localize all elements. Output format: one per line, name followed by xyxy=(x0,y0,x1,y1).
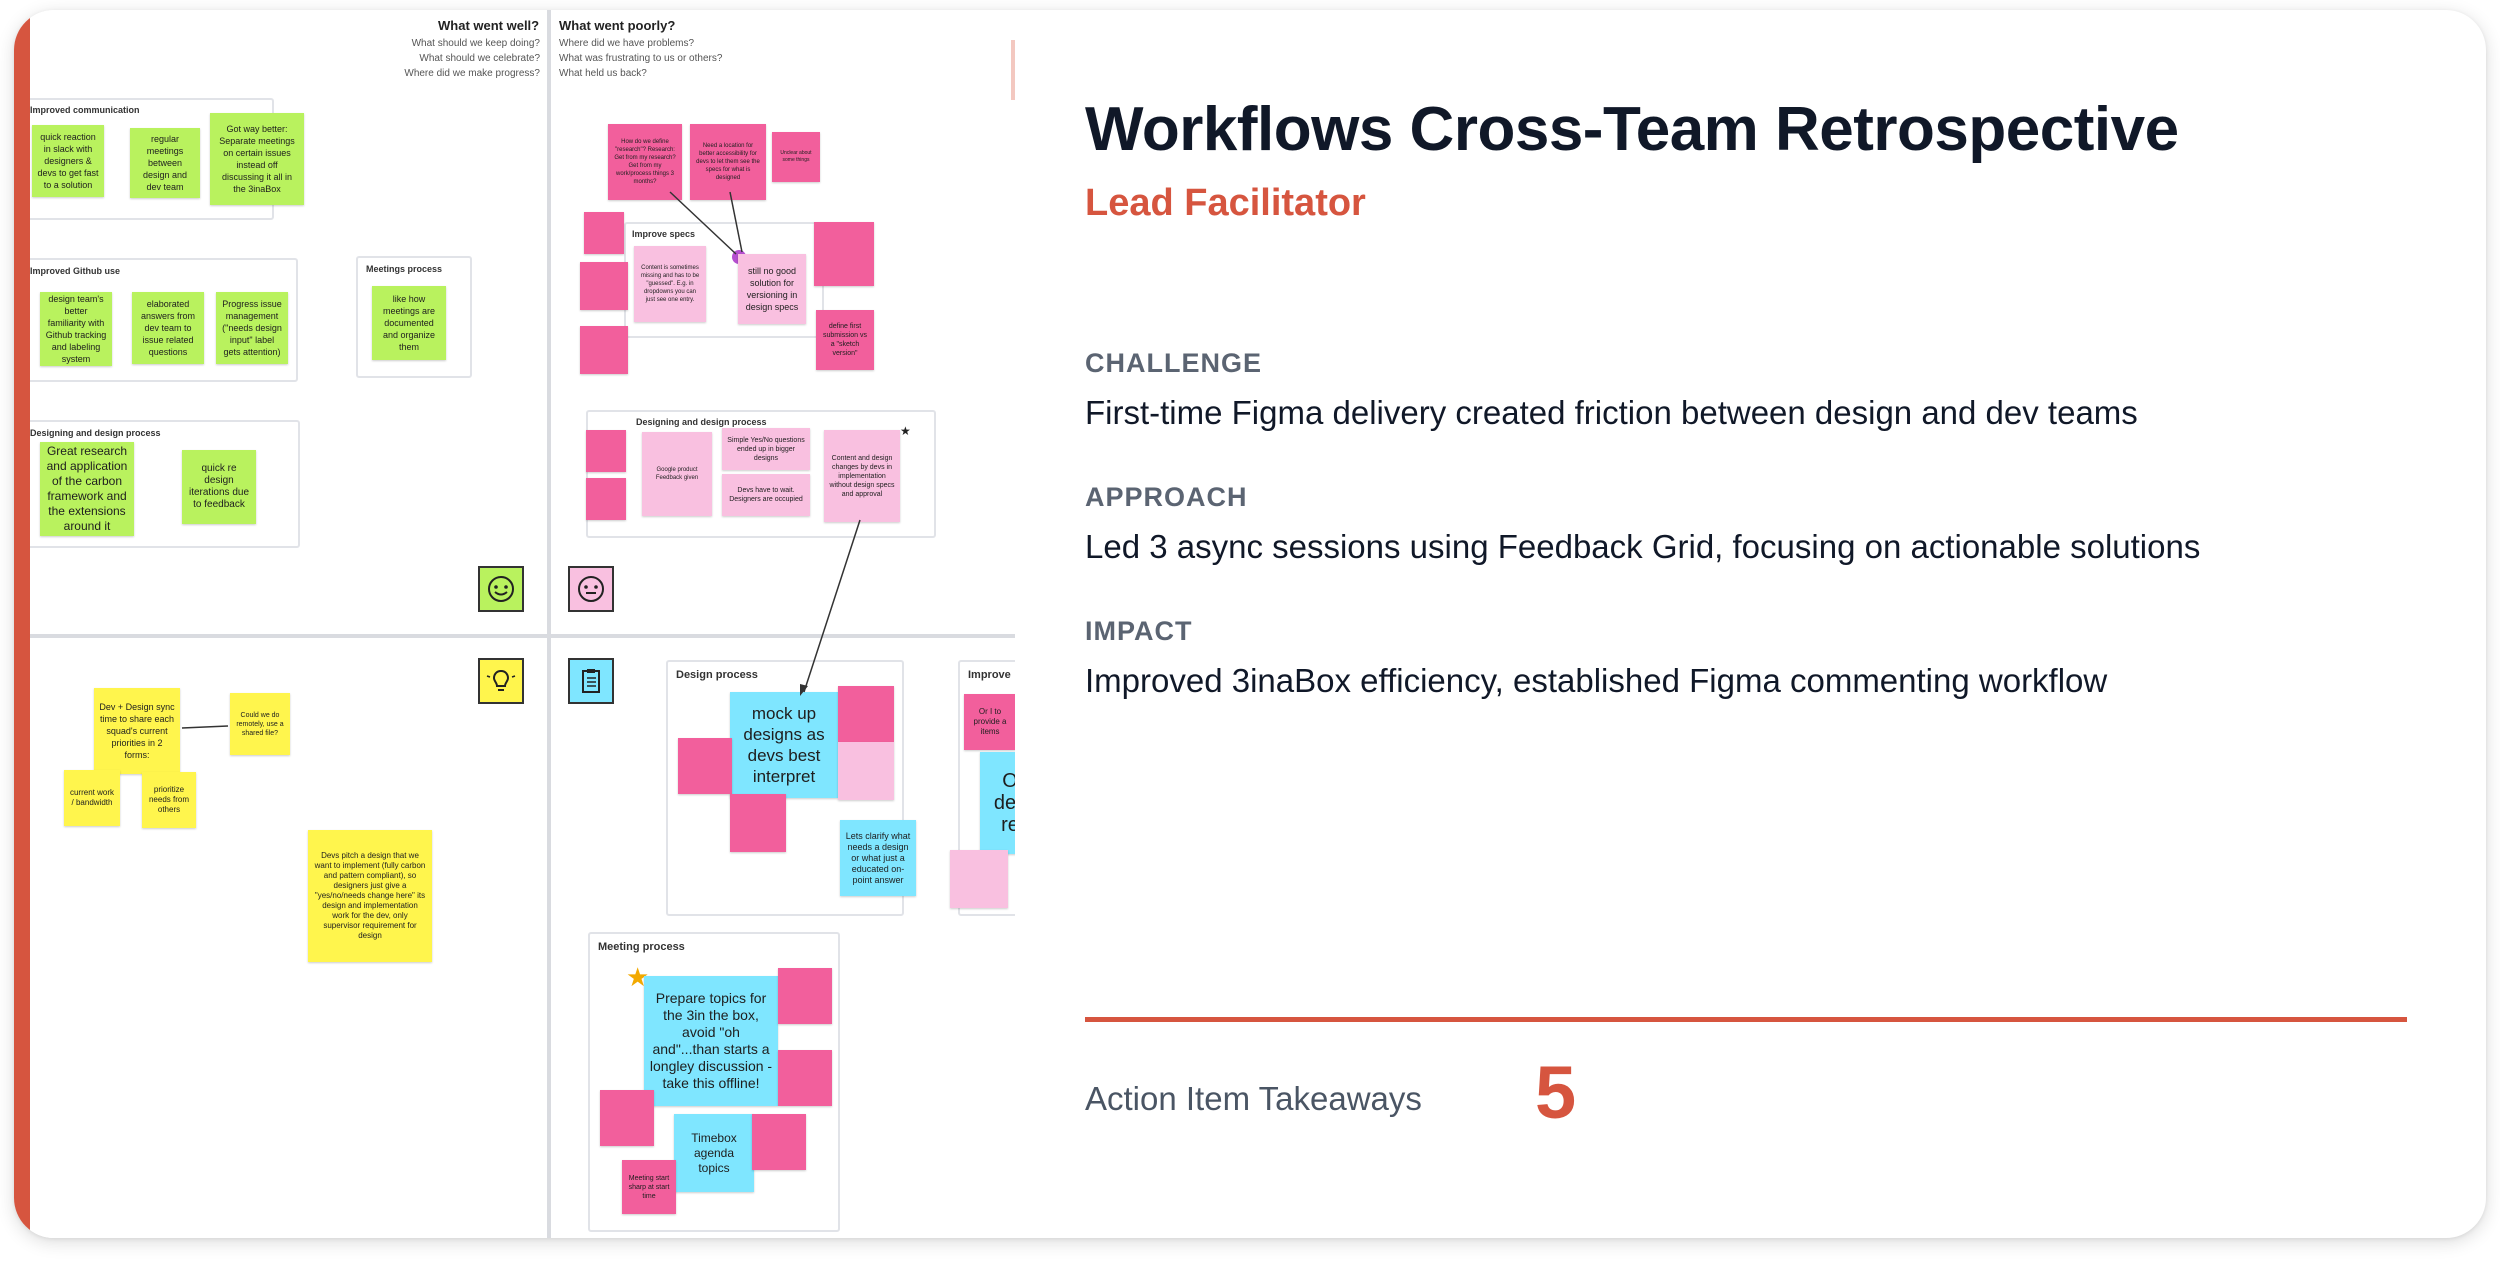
sticky-note[interactable] xyxy=(580,326,628,374)
impact-text: Improved 3inaBox efficiency, established… xyxy=(1085,662,2108,699)
section-divider xyxy=(1085,1017,2407,1022)
sticky-note[interactable]: define first submission vs a "sketch ver… xyxy=(816,310,874,370)
smile-face-icon xyxy=(478,566,524,612)
sticky-note[interactable] xyxy=(600,1090,654,1146)
challenge-label: CHALLENGE xyxy=(1085,348,1262,378)
group-title: Designing and design process xyxy=(636,417,767,427)
group-title: Improved communication xyxy=(30,105,140,115)
prompt: Where did we make progress? xyxy=(404,68,540,79)
star-icon: ★ xyxy=(900,424,911,438)
column-prompts-went-well: What should we keep doing? What should w… xyxy=(370,36,540,81)
prompt: What held us back? xyxy=(559,68,647,79)
sticky-note[interactable]: Prepare topics for the 3in the box, avoi… xyxy=(644,976,778,1106)
accent-bar xyxy=(14,10,30,1238)
sticky-note[interactable]: Timebox agenda topics xyxy=(674,1114,754,1192)
sticky-note[interactable]: Content and design changes by devs in im… xyxy=(824,430,900,522)
sticky-note[interactable]: regular meetings between design and dev … xyxy=(130,128,200,198)
page-title: Workflows Cross-Team Retrospective xyxy=(1085,95,2179,164)
board-divider-horizontal xyxy=(30,634,1015,638)
group-title: Meetings process xyxy=(366,264,443,274)
sticky-note[interactable]: mock up designs as devs best interpret xyxy=(730,692,838,798)
takeaways-label: Action Item Takeaways xyxy=(1085,1080,1422,1117)
sticky-note[interactable] xyxy=(586,478,626,520)
sticky-note[interactable]: design team's better familiarity with Gi… xyxy=(40,292,112,366)
sticky-note[interactable] xyxy=(730,794,786,852)
sticky-note[interactable]: O des re xyxy=(980,752,1015,854)
sticky-note[interactable] xyxy=(752,1114,806,1170)
star-icon: ★ xyxy=(626,962,650,992)
sticky-note[interactable] xyxy=(838,686,894,742)
sticky-note[interactable]: Simple Yes/No questions ended up in bigg… xyxy=(722,428,810,470)
column-prompts-went-poorly: Where did we have problems? What was fru… xyxy=(559,36,779,81)
sticky-note[interactable] xyxy=(838,742,894,800)
group-title: Meeting process xyxy=(598,941,685,953)
sticky-note[interactable]: Or I to provide a items xyxy=(964,694,1015,750)
clipboard-icon xyxy=(568,658,614,704)
board-edge xyxy=(1011,40,1015,100)
prompt: What should we celebrate? xyxy=(419,53,540,64)
takeaways-count: 5 xyxy=(1535,1051,1577,1134)
sticky-note[interactable]: elaborated answers from dev team to issu… xyxy=(132,292,204,364)
lightbulb-icon xyxy=(478,658,524,704)
group-title: Designing and design process xyxy=(30,428,161,438)
sticky-note[interactable]: How do we define "research"? Research: G… xyxy=(608,124,682,200)
sticky-note[interactable]: Lets clarify what needs a design or what… xyxy=(840,820,916,896)
group-title: Improve xyxy=(968,669,1011,681)
case-study-card[interactable]: What went well? What should we keep doin… xyxy=(14,10,2486,1238)
sticky-note[interactable]: Meeting start sharp at start time xyxy=(622,1160,676,1214)
board-divider-vertical xyxy=(547,10,551,1238)
role-label: Lead Facilitator xyxy=(1085,182,1366,224)
sticky-note[interactable]: Dev + Design sync time to share each squ… xyxy=(94,688,180,774)
sticky-note[interactable] xyxy=(778,1050,832,1106)
prompt: What should we keep doing? xyxy=(411,38,540,49)
column-title-went-well: What went well? xyxy=(438,18,540,33)
retro-board: What went well? What should we keep doin… xyxy=(30,10,1015,1238)
sticky-note[interactable] xyxy=(778,968,832,1024)
sticky-note[interactable]: Unclear about some things xyxy=(772,132,820,182)
approach-text: Led 3 async sessions using Feedback Grid… xyxy=(1085,528,2201,565)
sticky-note[interactable]: Got way better: Separate meetings on cer… xyxy=(210,113,304,205)
challenge-text: First-time Figma delivery created fricti… xyxy=(1085,394,2138,431)
sticky-note[interactable]: like how meetings are documented and org… xyxy=(372,286,446,360)
connector-lines xyxy=(181,191,861,729)
sticky-note[interactable]: Content is sometimes missing and has to … xyxy=(634,246,706,322)
sticky-note[interactable] xyxy=(950,850,1008,908)
sticky-note[interactable]: Progress issue management ("needs design… xyxy=(216,292,288,364)
column-title-went-poorly: What went poorly? xyxy=(559,18,676,33)
sticky-note[interactable]: quick re design iterations due to feedba… xyxy=(182,450,256,524)
sticky-note[interactable]: Devs have to wait. Designers are occupie… xyxy=(722,474,810,516)
group-title: Improve specs xyxy=(632,229,696,239)
sticky-note[interactable]: Could we do remotely, use a shared file? xyxy=(230,693,290,755)
sticky-note[interactable]: prioritize needs from others xyxy=(142,772,196,828)
sticky-note[interactable] xyxy=(580,262,628,310)
sticky-note[interactable] xyxy=(678,738,732,794)
neutral-face-icon xyxy=(568,566,614,612)
approach-label: APPROACH xyxy=(1085,482,1248,512)
impact-label: IMPACT xyxy=(1085,616,1193,646)
sticky-note[interactable] xyxy=(586,430,626,472)
sticky-note[interactable]: Google product Feedback given xyxy=(642,432,712,516)
sticky-note[interactable] xyxy=(814,222,874,286)
prompt: Where did we have problems? xyxy=(559,38,695,49)
sticky-note[interactable]: quick reaction in slack with designers &… xyxy=(32,125,104,197)
sticky-note[interactable]: Great research and application of the ca… xyxy=(40,442,134,536)
sticky-note[interactable]: Need a location for better accessibility… xyxy=(690,124,766,200)
sticky-note[interactable]: Devs pitch a design that we want to impl… xyxy=(308,830,432,962)
sticky-note[interactable] xyxy=(584,212,624,254)
group-title: Improved Github use xyxy=(30,266,121,276)
sticky-note[interactable]: current work / bandwidth xyxy=(64,770,120,826)
group-title: Design process xyxy=(676,669,758,681)
sticky-note[interactable]: still no good solution for versioning in… xyxy=(738,254,806,324)
case-study-content: Workflows Cross-Team Retrospective Lead … xyxy=(1015,10,2486,1238)
prompt: What was frustrating to us or others? xyxy=(559,53,723,64)
